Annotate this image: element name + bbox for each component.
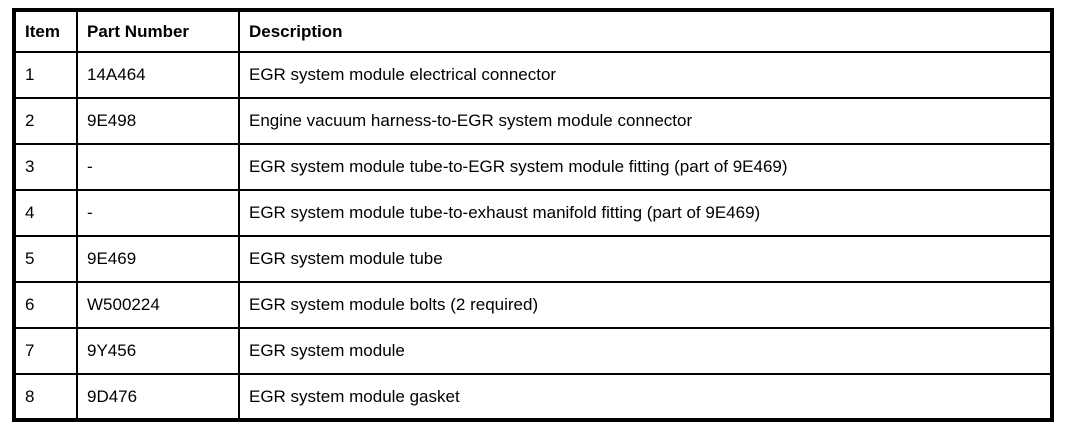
header-row: Item Part Number Description bbox=[13, 9, 1053, 53]
part-number-cell: - bbox=[76, 143, 240, 191]
description-cell: EGR system module tube-to-EGR system mod… bbox=[238, 143, 1053, 191]
item-cell: 5 bbox=[13, 235, 78, 283]
item-cell: 8 bbox=[13, 373, 78, 421]
description-cell: EGR system module tube-to-exhaust manifo… bbox=[238, 189, 1053, 237]
item-cell: 6 bbox=[13, 281, 78, 329]
item-cell: 3 bbox=[13, 143, 78, 191]
table-row: 3-EGR system module tube-to-EGR system m… bbox=[13, 143, 1053, 191]
description-cell: EGR system module bbox=[238, 327, 1053, 375]
part-number-cell: 14A464 bbox=[76, 51, 240, 99]
part-number-cell: W500224 bbox=[76, 281, 240, 329]
column-header-part-number: Part Number bbox=[76, 9, 240, 53]
item-cell: 2 bbox=[13, 97, 78, 145]
description-cell: EGR system module gasket bbox=[238, 373, 1053, 421]
column-header-item: Item bbox=[13, 9, 78, 53]
part-number-cell: 9E469 bbox=[76, 235, 240, 283]
part-number-cell: - bbox=[76, 189, 240, 237]
description-cell: Engine vacuum harness-to-EGR system modu… bbox=[238, 97, 1053, 145]
part-number-cell: 9Y456 bbox=[76, 327, 240, 375]
item-cell: 4 bbox=[13, 189, 78, 237]
description-cell: EGR system module tube bbox=[238, 235, 1053, 283]
item-cell: 1 bbox=[13, 51, 78, 99]
item-cell: 7 bbox=[13, 327, 78, 375]
description-cell: EGR system module electrical connector bbox=[238, 51, 1053, 99]
table-row: 4-EGR system module tube-to-exhaust mani… bbox=[13, 189, 1053, 237]
column-header-description: Description bbox=[238, 9, 1053, 53]
part-number-cell: 9E498 bbox=[76, 97, 240, 145]
part-number-cell: 9D476 bbox=[76, 373, 240, 421]
description-cell: EGR system module bolts (2 required) bbox=[238, 281, 1053, 329]
